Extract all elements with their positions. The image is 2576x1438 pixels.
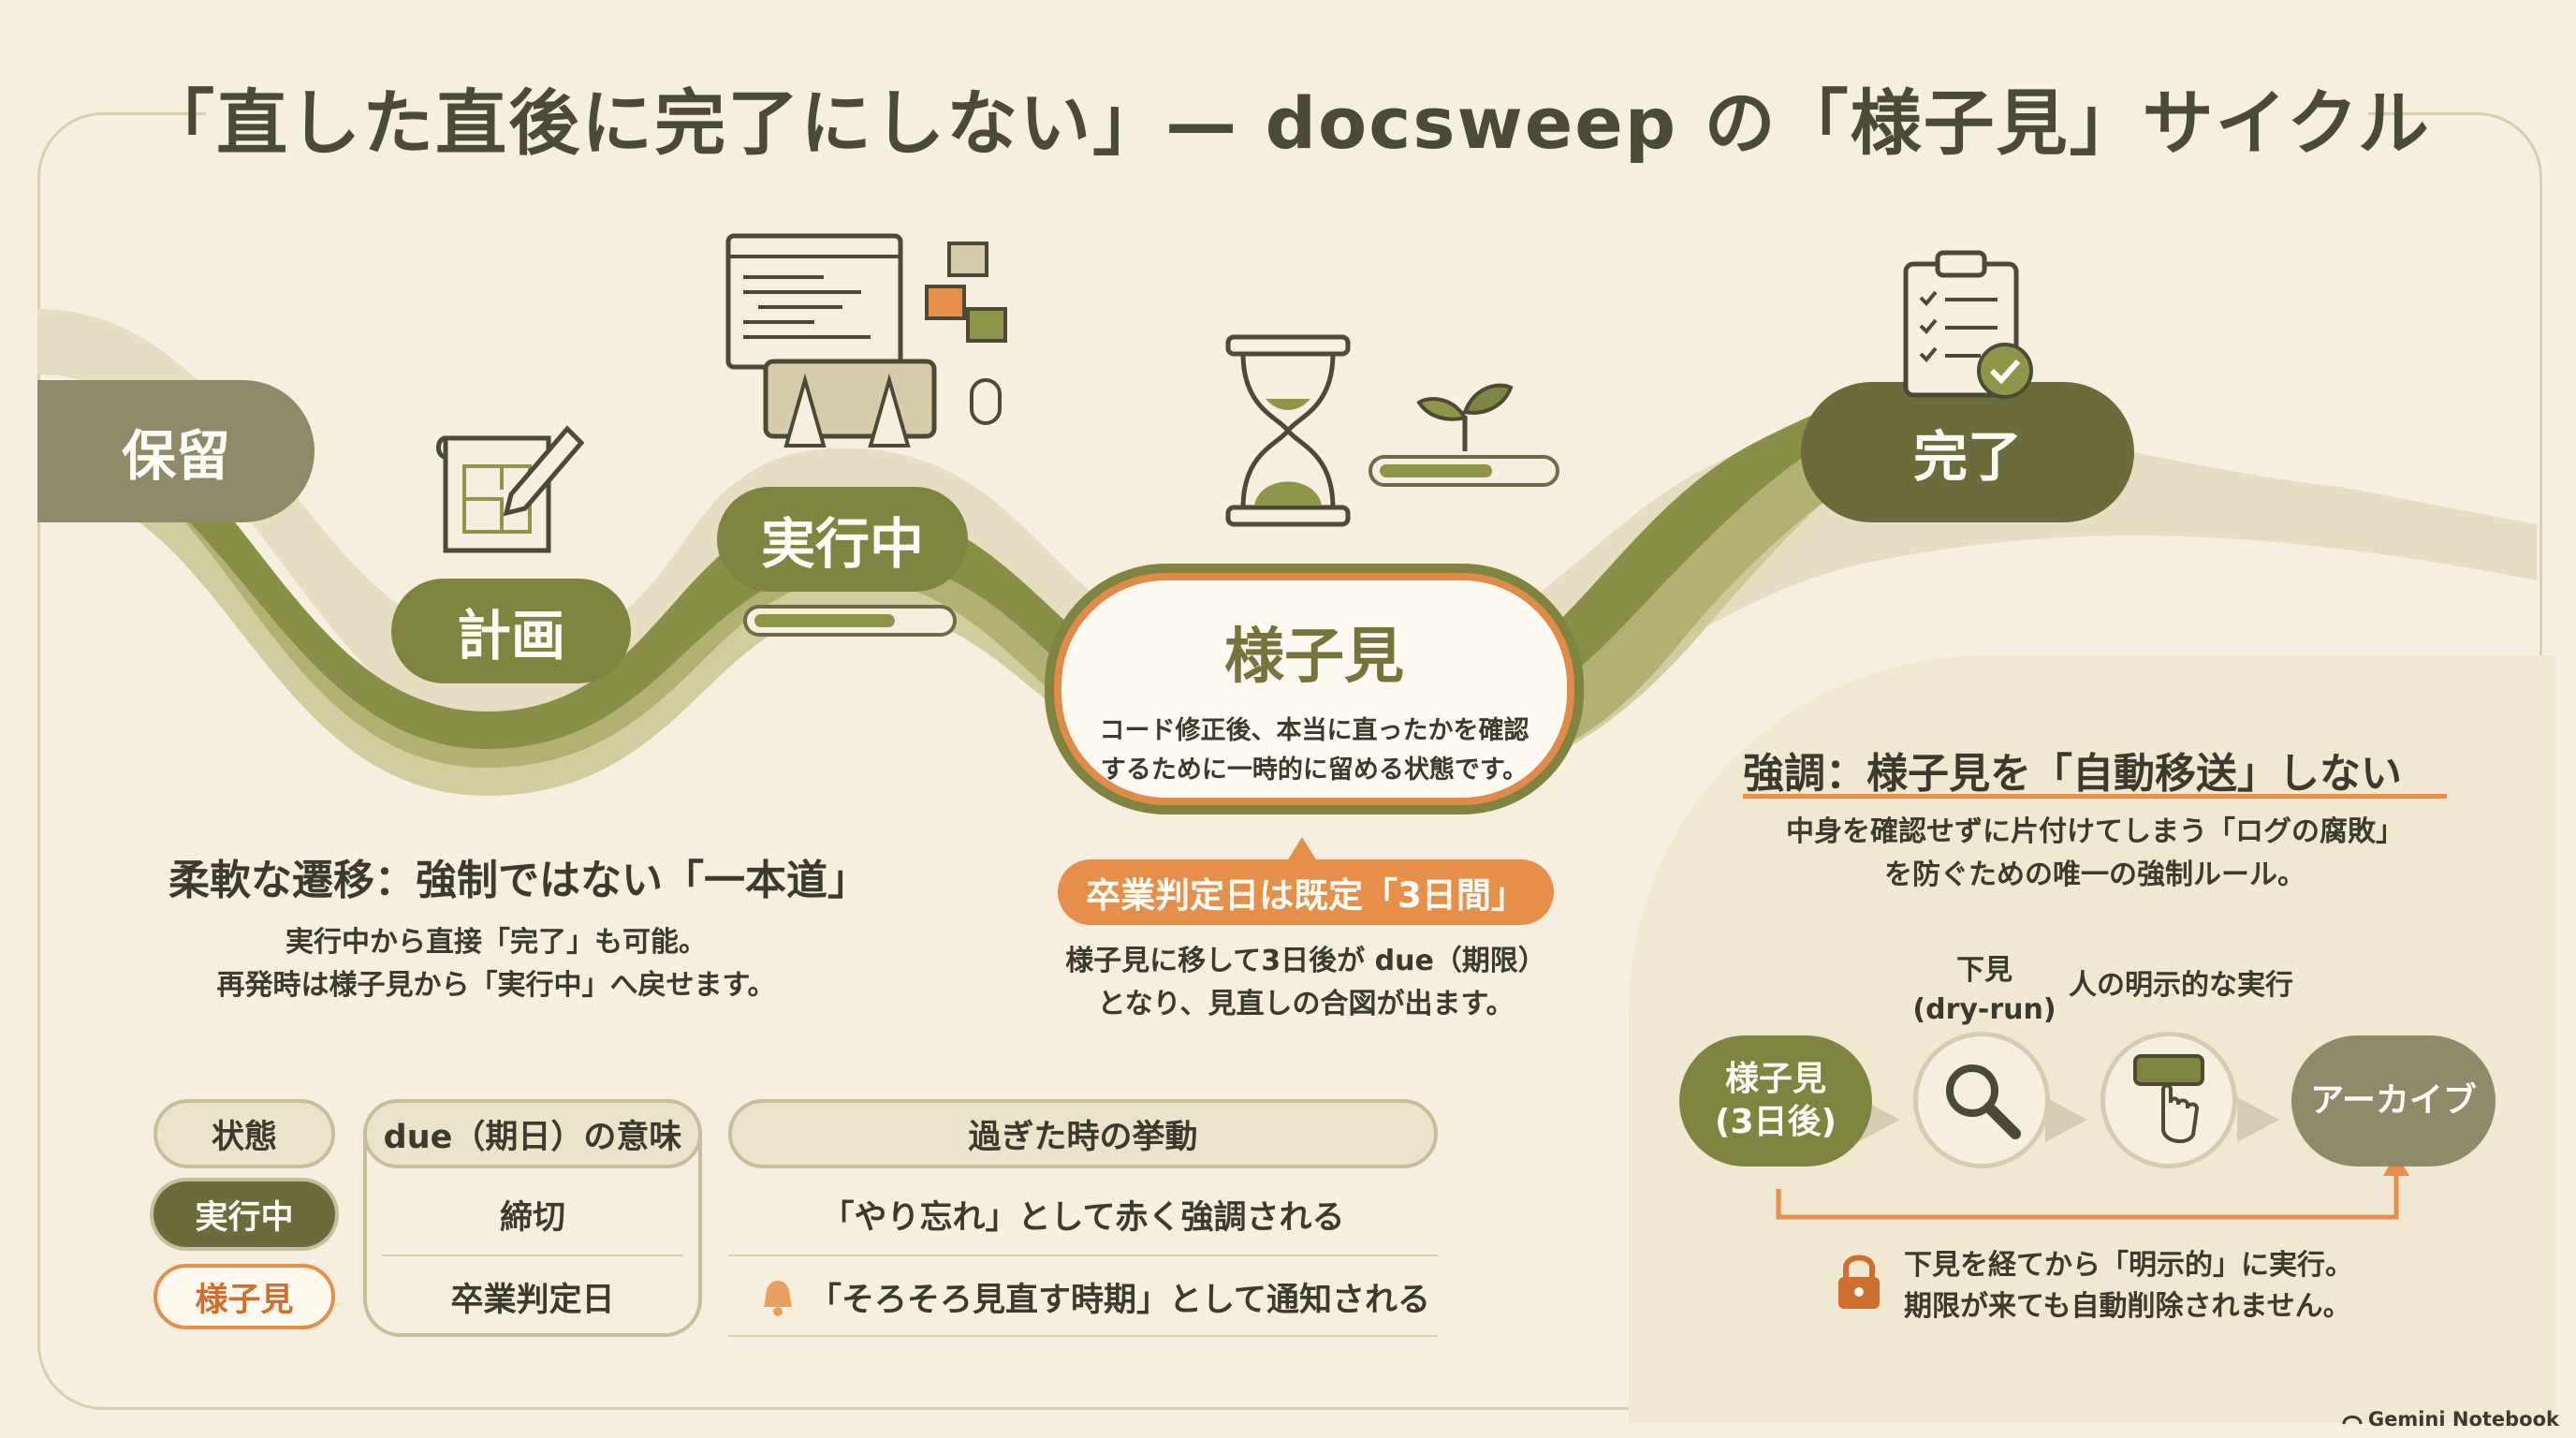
table-header-due-label: due（期日）の意味 [383,1118,682,1156]
laptop-typing-icon [725,233,1007,448]
emphasis-desc: 中身を確認せずに片付けてしまう「ログの腐敗」 を防ぐための唯一の強制ルール。 [1749,811,2441,897]
graduation-desc-1: 様子見に移して3日後が due（期限） [1065,945,1546,977]
explicit-label: 人の明示的な実行 [2069,969,2293,1002]
stage-hold-label: 保留 [121,424,230,488]
footer-brand: Gemini Notebook [2342,1408,2559,1431]
lock-note-1: 下見を経てから「明示的」に実行。 [1904,1249,2353,1282]
table-due-running: 締切 [499,1198,565,1237]
table-header-state-label: 状態 [211,1118,277,1156]
dryrun-label-1: 下見 [1956,954,2012,987]
graduation-badge: 卒業判定日は既定「3日間」 [1058,859,1554,925]
flow-start-pill: 様子見 (3日後) [1679,1035,1872,1167]
emphasis-heading: 強調：様子見を「自動移送」しない [1743,750,2402,798]
emphasis-desc-1: 中身を確認せずに片付けてしまう「ログの腐敗」 [1786,815,2404,848]
table-header-state: 状態 [154,1099,335,1168]
table-divider-2 [728,1255,1438,1256]
watch-card: 様子見 コード修正後、本当に直ったかを確認 するために一時的に留める状態です。 [1054,573,1574,805]
flexible-desc: 実行中から直接「完了」も可能。 再発時は様子見から「実行中」へ戻せます。 [197,921,796,1007]
table-header-behavior-label: 過ぎた時の挙動 [968,1118,1198,1156]
tap-button-icon [2133,1054,2204,1144]
table-behavior-running: 「やり忘れ」として赤く強調される [821,1198,1345,1237]
watch-card-desc-1: コード修正後、本当に直ったかを確認 [1099,716,1530,745]
dryrun-label: 下見 (dry-run) [1900,951,2069,1030]
watch-card-desc-2: するために一時的に留める状態です。 [1100,756,1529,785]
flexible-desc-2: 再発時は様子見から「実行中」へ戻せます。 [216,969,776,1002]
table-state-watch: 様子見 [154,1264,335,1329]
stage-plan: 計画 [391,579,631,683]
stage-done: 完了 [1801,382,2134,522]
watch-card-title: 様子見 [1224,623,1404,692]
title-bar: 「直した直後に完了にしない」— docsweep の「様子見」サイクル [143,56,2429,178]
running-progress-bar [743,605,957,637]
magnifier-icon [1946,1064,2021,1139]
lock-icon [1838,1255,1880,1309]
emphasis-desc-2: を防ぐための唯一の強制ルール。 [1884,858,2305,891]
stage-hold: 保留 [37,380,315,522]
table-behavior-watch: 「そろそろ見直す時期」として通知される [809,1281,1430,1319]
dryrun-label-2: (dry-run) [1912,993,2056,1026]
running-progress-fill [754,614,895,627]
table-header-due: due（期日）の意味 [363,1099,702,1168]
stage-plan-label: 計画 [456,604,565,668]
stage-running: 実行中 [717,487,968,592]
lock-note-2: 期限が来ても自動削除されません。 [1904,1290,2351,1323]
graduation-badge-pointer [1287,837,1317,861]
table-due-watch: 卒業判定日 [450,1281,615,1319]
page-title: 「直した直後に完了にしない」— docsweep の「様子見」サイクル [143,81,2431,165]
flow-start-2: (3日後) [1715,1103,1837,1141]
graduation-desc-2: となり、見直しの合図が出ます。 [1097,988,1515,1020]
watch-progress-bar [1368,455,1559,487]
blueprint-pencil-icon [436,425,585,553]
hourglass-icon [1225,334,1351,527]
table-header-behavior: 過ぎた時の挙動 [728,1099,1438,1168]
table-behavior-watch-cell: 「そろそろ見直す時期」として通知される [749,1264,1438,1329]
flow-end-pill: アーカイブ [2291,1035,2496,1167]
stage-running-label: 実行中 [760,512,924,576]
emphasis-underline [1743,794,2447,799]
table-state-running: 実行中 [154,1181,335,1247]
graduation-desc: 様子見に移して3日後が due（期限） となり、見直しの合図が出ます。 [1030,940,1582,1026]
flow-start-1: 様子見 [1724,1060,1826,1098]
flow-end-label: アーカイブ [2310,1081,2477,1120]
stage-done-label: 完了 [1912,425,2022,489]
clipboard-check-icon [1903,250,2033,399]
table-state-watch-label: 様子見 [195,1281,294,1319]
watch-progress-fill [1380,464,1492,477]
graduation-badge-label: 卒業判定日は既定「3日間」 [1086,875,1526,916]
table-bottom-line [728,1335,1438,1337]
lock-note: 下見を経てから「明示的」に実行。 期限が来ても自動削除されません。 [1904,1245,2353,1328]
dryrun-step [1913,1032,2050,1168]
brand-logo-icon [2342,1416,2363,1425]
table-divider [382,1255,683,1256]
flexible-desc-1: 実行中から直接「完了」も可能。 [285,926,707,959]
sprout-icon [1416,383,1514,451]
explicit-step [2100,1032,2237,1168]
table-state-running-label: 実行中 [195,1198,294,1237]
bell-icon [764,1281,793,1316]
footer-label: Gemini Notebook [2367,1408,2559,1431]
flexible-heading: 柔軟な遷移：強制ではない「一本道」 [168,857,869,904]
